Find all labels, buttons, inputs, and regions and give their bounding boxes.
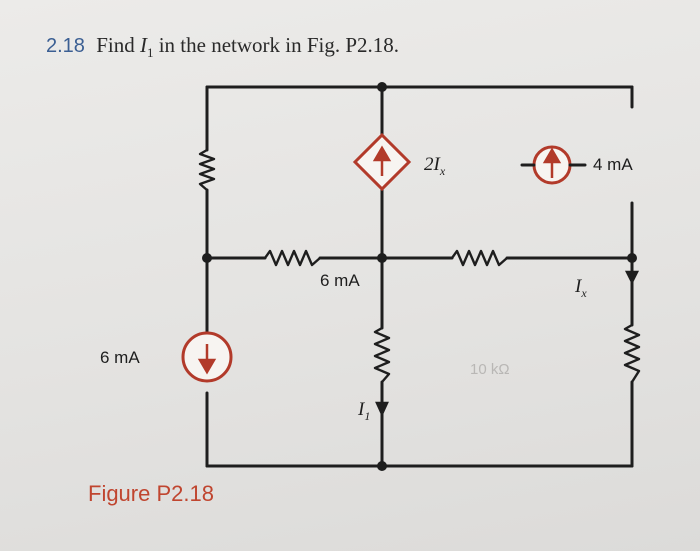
node-left-middle (202, 253, 212, 263)
node-top-middle (377, 82, 387, 92)
source-6mA-left-arrow (197, 344, 217, 375)
problem-number: 2.18 (46, 35, 85, 57)
ix-current-arrow (624, 270, 640, 285)
node-center (377, 253, 387, 263)
resistor-left (198, 148, 216, 191)
source-4mA-label: 4 mA (593, 155, 633, 174)
resistor-horizontal-right (451, 249, 508, 267)
resistor-right-vertical (623, 323, 641, 383)
res-10k-label: 10 kΩ (470, 361, 510, 378)
dependent-source-arrow (372, 145, 392, 176)
problem-text-after: in the network in Fig. P2.18. (158, 33, 400, 57)
node-right-middle (627, 253, 637, 263)
i1-label: I1 (357, 399, 370, 423)
problem-text-before: Find (96, 33, 135, 57)
source-6mA-middle-label: 6 mA (320, 271, 360, 290)
source-4mA-arrow (542, 147, 562, 178)
problem-statement: 2.18 Find I1 in the network in Fig. P2.1… (46, 33, 399, 61)
figure-caption: Figure P2.18 (88, 481, 214, 506)
source-6mA-left-label: 6 mA (100, 348, 140, 367)
i1-current-arrow (375, 401, 389, 418)
ix-label: Ix (574, 276, 587, 300)
dependent-source-label: 2Ix (424, 154, 446, 178)
resistor-horizontal-left (264, 249, 321, 267)
node-bottom-middle (377, 461, 387, 471)
resistor-middle-vertical (373, 326, 391, 383)
problem-variable: I1 (139, 33, 154, 61)
